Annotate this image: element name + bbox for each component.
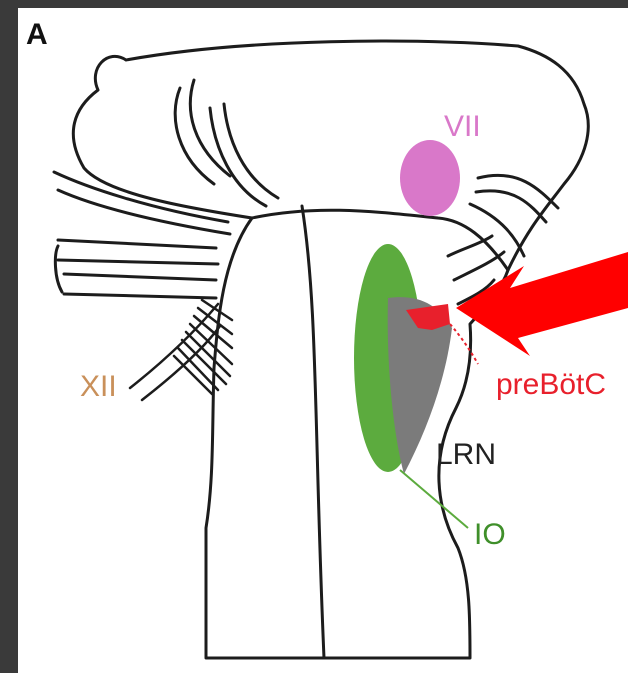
nerve-left-h1b xyxy=(58,260,218,264)
nerve-right-4 xyxy=(454,252,504,280)
nerve-right-1b xyxy=(476,191,546,222)
midline xyxy=(302,206,324,658)
figure-panel: A VII XII preBötC LRN IO xyxy=(18,8,628,673)
brainstem-outline xyxy=(73,41,588,658)
label-xii: XII xyxy=(80,372,117,402)
label-io: IO xyxy=(474,520,506,550)
nerve-left-h3 xyxy=(55,246,62,292)
label-lrn: LRN xyxy=(436,440,496,470)
nerve-upper-left-1 xyxy=(175,88,214,184)
nerve-upper-left-2b xyxy=(224,104,278,198)
nerve-left-h2b xyxy=(64,294,216,298)
label-vii: VII xyxy=(444,112,481,142)
io-pointer-line xyxy=(400,470,468,528)
vii-nucleus xyxy=(400,140,460,216)
nerve-right-2 xyxy=(470,204,524,256)
prebotc-pointer-line xyxy=(450,324,478,364)
nerve-left-h2 xyxy=(64,274,216,280)
label-prebotc: preBötC xyxy=(496,370,606,400)
brainstem-diagram xyxy=(18,8,628,673)
panel-letter: A xyxy=(26,20,48,50)
nerve-left-h1 xyxy=(58,240,216,248)
xii-rootlets xyxy=(130,300,232,400)
nerve-right-3 xyxy=(448,236,492,256)
